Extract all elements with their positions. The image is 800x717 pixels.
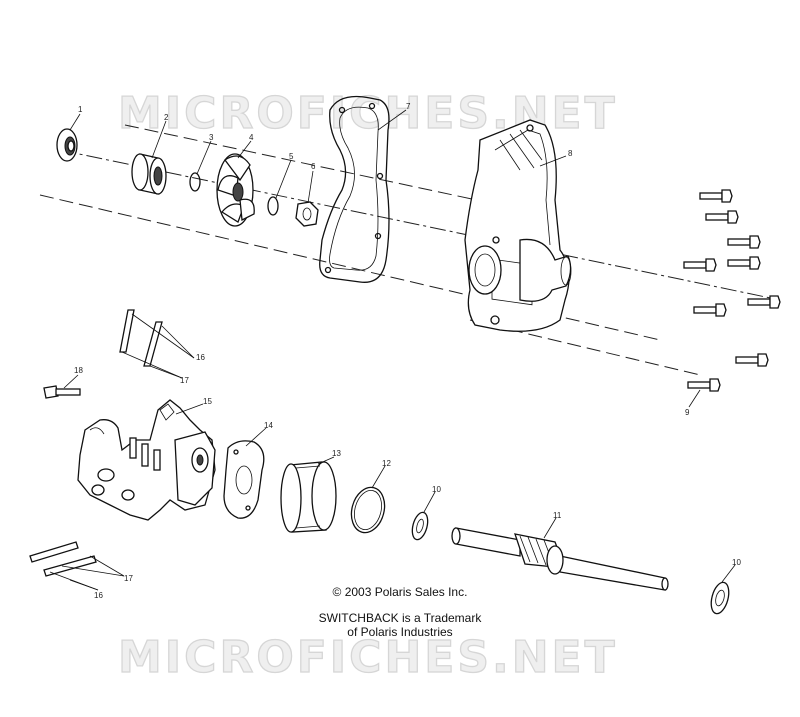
part-o-ring [350, 486, 386, 534]
callout-5: 5 [289, 152, 294, 161]
part-gear-shaft [451, 527, 669, 591]
part-bolts [683, 189, 781, 392]
trademark-line-1: SWITCHBACK is a Trademark [318, 611, 482, 625]
callout-4: 4 [249, 133, 254, 142]
watermark-bottom: MICROFICHES.NET [118, 632, 618, 683]
callout-8: 8 [568, 149, 573, 158]
part-pump-gasket [223, 440, 265, 519]
callout-9: 9 [685, 408, 690, 417]
part-washer-10a [411, 511, 429, 541]
callout-17b: 17 [124, 574, 133, 583]
callout-2: 2 [164, 113, 169, 122]
callout-14: 14 [264, 421, 273, 430]
copyright-line: © 2003 Polaris Sales Inc. [332, 585, 468, 599]
part-bearing [131, 153, 167, 195]
part-nut [295, 201, 319, 227]
trademark-line-2: of Polaris Industries [347, 625, 453, 639]
callout-17a: 17 [180, 376, 189, 385]
callout-10a: 10 [432, 485, 441, 494]
part-filter [280, 461, 337, 533]
part-washer-10b [710, 581, 730, 615]
part-pins-bottom [29, 541, 97, 577]
part-washer [267, 196, 279, 216]
callout-13: 13 [332, 449, 341, 458]
part-pump-housing [464, 119, 572, 332]
part-gasket [319, 95, 390, 283]
watermark-bottom-outline: MICROFICHES.NET [118, 632, 618, 683]
part-impeller [216, 153, 255, 227]
part-seal [56, 128, 78, 162]
leader-lines [49, 109, 736, 591]
callout-10b: 10 [732, 558, 741, 567]
part-pins-top [119, 309, 163, 367]
callout-1: 1 [78, 105, 83, 114]
callout-16a: 16 [196, 353, 205, 362]
callouts: 1 2 3 4 5 6 7 8 9 10 10 11 12 13 14 15 1… [74, 102, 741, 600]
part-bolt-18 [43, 385, 81, 399]
callout-6: 6 [311, 162, 316, 171]
callout-18: 18 [74, 366, 83, 375]
callout-3: 3 [209, 133, 214, 142]
callout-16b: 16 [94, 591, 103, 600]
part-oil-pump [77, 399, 216, 521]
callout-12: 12 [382, 459, 391, 468]
callout-7: 7 [406, 102, 411, 111]
callout-11: 11 [553, 511, 562, 520]
part-ring [189, 172, 201, 192]
callout-15: 15 [203, 397, 212, 406]
